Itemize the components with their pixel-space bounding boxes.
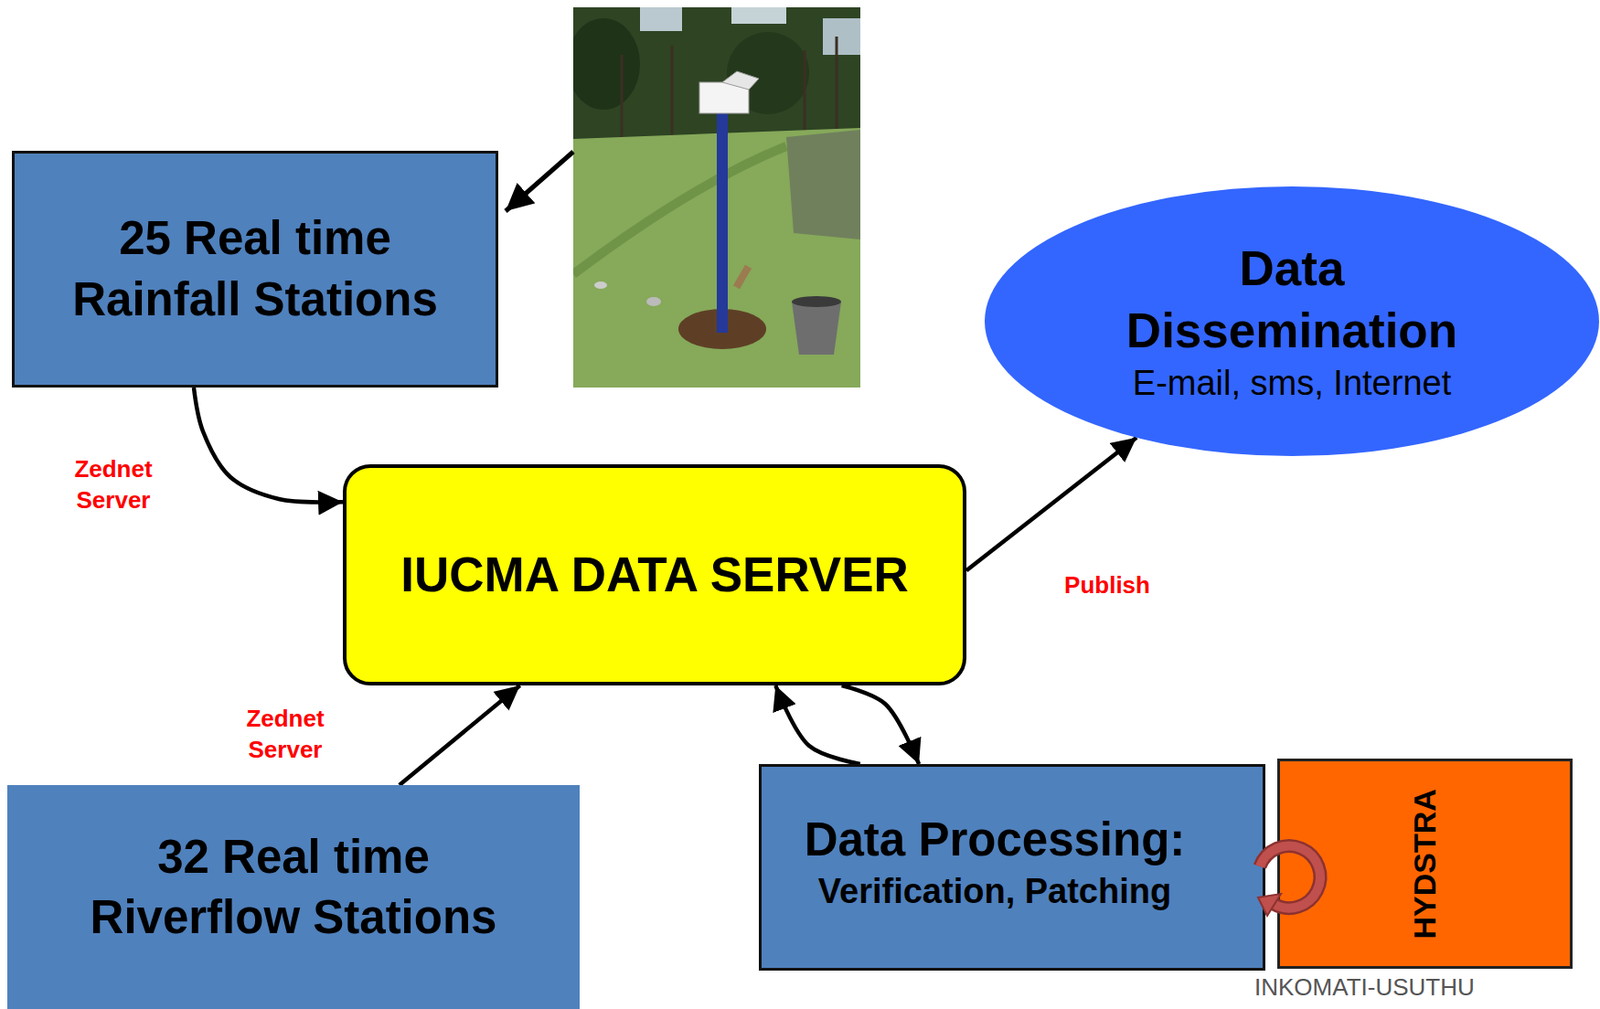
station-photo bbox=[573, 7, 861, 388]
station-box: 32 Real time Riverflow Stations bbox=[7, 785, 580, 1009]
embankment bbox=[573, 146, 787, 275]
pole bbox=[716, 84, 728, 333]
connector bbox=[193, 387, 343, 503]
connector bbox=[842, 685, 919, 765]
box-label: 25 Real time Rainfall Stations bbox=[58, 208, 452, 331]
station-box: 25 Real time Rainfall Stations bbox=[11, 150, 499, 388]
connector bbox=[399, 685, 521, 786]
bucket bbox=[791, 301, 842, 355]
sky-patch bbox=[640, 7, 683, 32]
stone bbox=[646, 297, 662, 307]
tree-canopy bbox=[573, 18, 640, 110]
water bbox=[786, 129, 861, 240]
box-heading: Data Processing: bbox=[804, 810, 1186, 870]
stone bbox=[594, 281, 608, 289]
connector bbox=[966, 437, 1137, 571]
gauge-funnel bbox=[722, 71, 759, 90]
sky-patch bbox=[731, 7, 787, 24]
ellipse-body: E-mail, sms, Internet bbox=[1132, 362, 1451, 406]
bucket-rim bbox=[791, 296, 842, 308]
connector bbox=[775, 685, 860, 765]
box-body: Verification, Patching bbox=[818, 869, 1172, 915]
edge-label: Zednet Server bbox=[58, 454, 169, 517]
ellipse-heading: Data Dissemination bbox=[1095, 237, 1489, 363]
dissemination-ellipse: Data DisseminationE-mail, sms, Internet bbox=[984, 186, 1600, 457]
tree-trunk bbox=[803, 50, 807, 133]
wooden-stick bbox=[733, 265, 752, 290]
ellipse-shape bbox=[984, 186, 1600, 457]
sky-patch bbox=[822, 18, 861, 55]
edge-label: Zednet Server bbox=[230, 704, 341, 767]
server-box: IUCMA DATA SERVER bbox=[342, 464, 967, 686]
box-label: IUCMA DATA SERVER bbox=[400, 545, 909, 605]
box-label: 32 Real time Riverflow Stations bbox=[74, 827, 513, 950]
process-box: Data Processing:Verification, Patching bbox=[758, 764, 1266, 971]
photo-arrow bbox=[505, 151, 574, 212]
box-label: HYDSTRA bbox=[1406, 789, 1444, 939]
footer-label: INKOMATI-USUTHU bbox=[1254, 974, 1475, 1003]
edge-label: Publish bbox=[1047, 570, 1167, 602]
tree-trunk bbox=[671, 45, 674, 138]
tree-trunk bbox=[835, 36, 839, 130]
tree-trunk bbox=[620, 54, 624, 142]
